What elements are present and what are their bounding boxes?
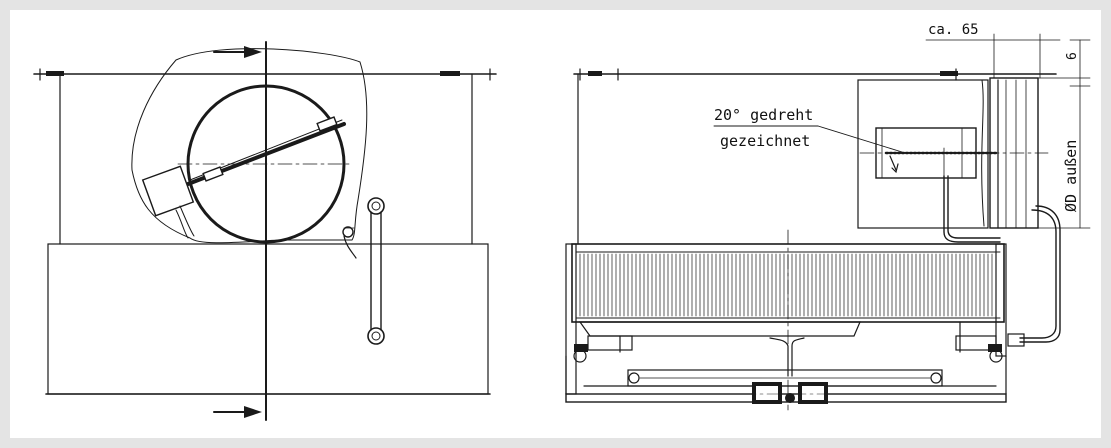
drawing-panel: [10, 10, 1101, 438]
annotation-labels: ca. 65 6 20° gedreht gezeichnet ØD außen: [714, 22, 1080, 212]
side-view: [565, 33, 1091, 411]
coil-fins: [579, 253, 997, 317]
rotation-label-line1: 20° gedreht: [714, 106, 813, 124]
diameter-label: ØD außen: [1062, 140, 1080, 212]
rotation-label-line2: gezeichnet: [720, 132, 810, 150]
offset-dimension: ca. 65: [928, 22, 979, 38]
front-view: [33, 41, 497, 421]
thickness-dimension: 6: [1065, 52, 1080, 60]
